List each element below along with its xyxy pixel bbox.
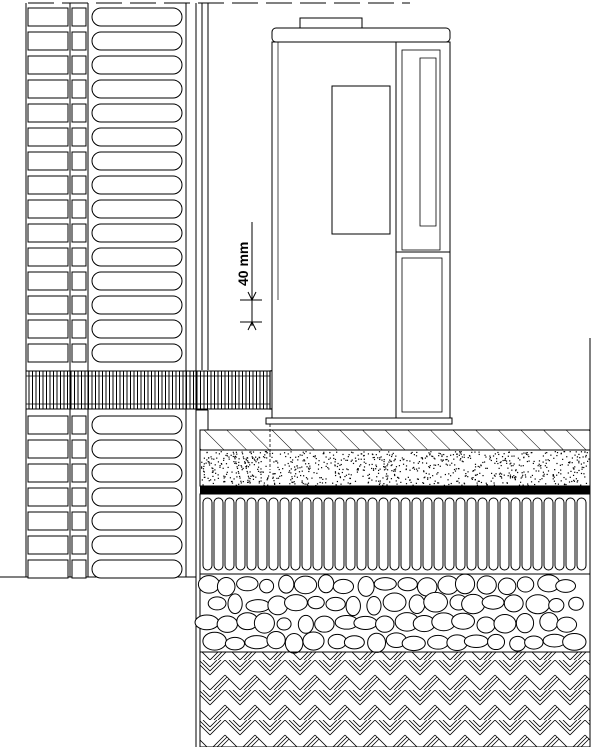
wall-brick-courses (27, 7, 87, 579)
stove-unit (265, 17, 453, 425)
flue-pipe-horizontal (25, 370, 271, 410)
floor-gravel-layer (194, 573, 591, 654)
wall-insulation-boards (91, 7, 183, 579)
dimension-label: 40 mm (235, 242, 251, 286)
clearance-dimension: 40 mm (235, 222, 262, 331)
floor-membrane-layer (200, 486, 590, 494)
stove-window (331, 85, 391, 235)
floor-insulation-layer (199, 493, 591, 575)
floor-soil-layer (199, 651, 591, 747)
wall-section (0, 3, 209, 747)
floor-tile-layer (199, 429, 591, 451)
floor-screed-layer (199, 449, 591, 487)
